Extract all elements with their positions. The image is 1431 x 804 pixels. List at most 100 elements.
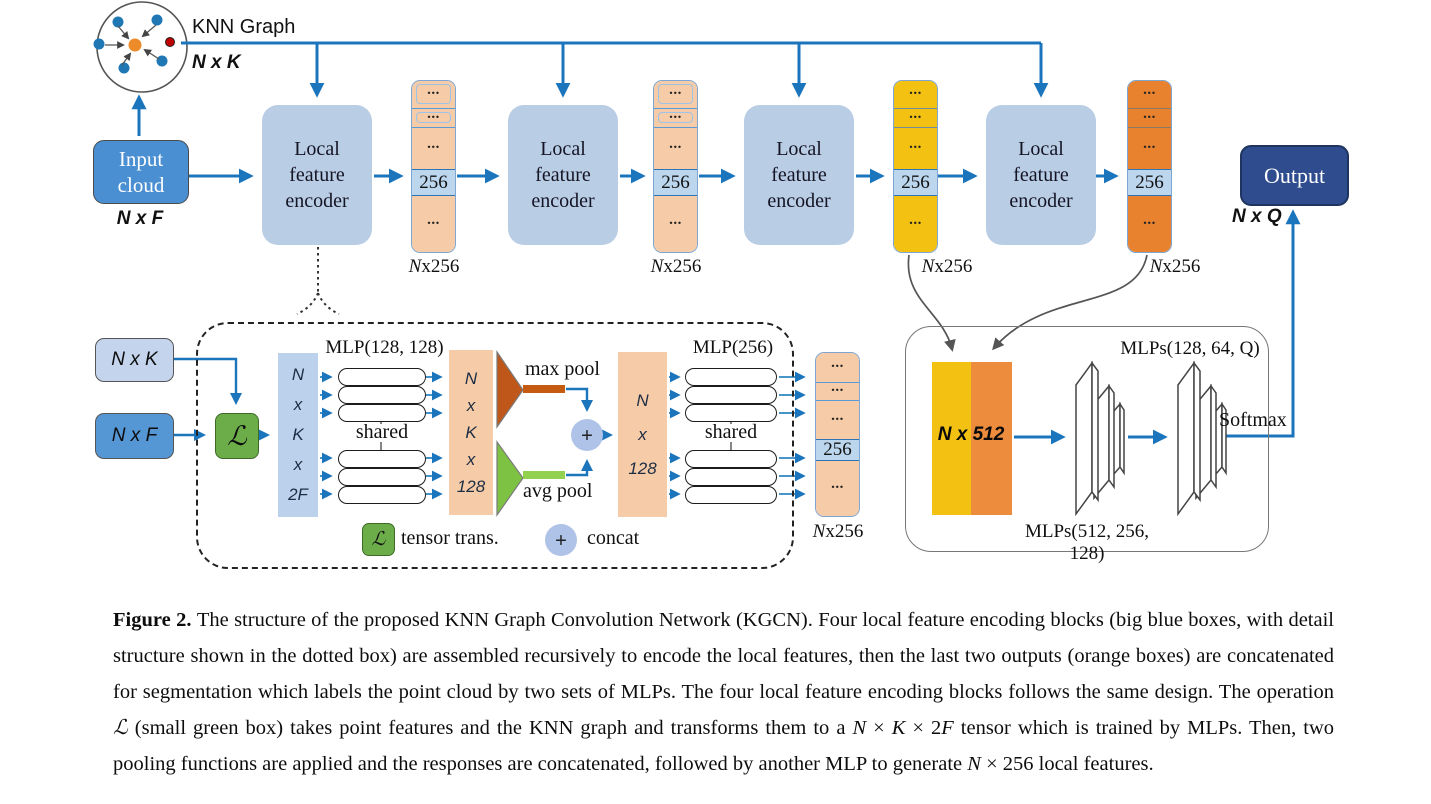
bar-segment: ...	[894, 127, 937, 169]
bar-segment: ...	[816, 400, 859, 439]
mlp-pill	[685, 368, 777, 386]
bar-256-segment: 256	[816, 439, 859, 461]
bar-segment: ...	[894, 81, 937, 108]
caption-segment: × 256 local features.	[980, 753, 1154, 775]
encoder-box-1: Local feature encoder	[262, 105, 372, 245]
mlp-pill	[338, 368, 426, 386]
caption-segment: N	[967, 753, 981, 775]
caption-segment: The structure of the proposed KNN Graph …	[113, 609, 1334, 703]
bar-segment: ...	[894, 106, 937, 127]
bar-inner-frame	[416, 84, 451, 104]
mlp-pill	[338, 486, 426, 504]
bar-segment: ...	[816, 353, 859, 382]
output-box: Output	[1240, 145, 1349, 206]
caption-segment: ×	[866, 717, 892, 739]
segmentation-box	[905, 326, 1269, 552]
legend-op-label: tensor trans.	[401, 527, 499, 549]
input-cloud-box: Input cloud	[93, 140, 189, 204]
legend-op-box: ℒ	[362, 523, 395, 556]
mlp2-title: MLP(256)	[692, 337, 774, 358]
caption-segment: N	[852, 717, 867, 739]
knn-circle-points	[93, 14, 175, 74]
encoder-box-4: Local feature encoder	[986, 105, 1096, 245]
figure-caption: Figure 2. The structure of the proposed …	[113, 602, 1334, 782]
bar-segment: ...	[816, 461, 859, 516]
detail-dashed-box	[196, 322, 794, 569]
knn-circle	[96, 1, 188, 93]
caption-segment: × 2	[905, 717, 942, 739]
bar-segment: ...	[1128, 127, 1171, 169]
bar-segment: ...	[654, 127, 697, 169]
bar-segment: ...	[412, 106, 455, 127]
bar-segment: ...	[654, 106, 697, 127]
feature-bar-2: ... ... ... 256 ...	[653, 80, 698, 253]
detail-nxk-box: N x K	[95, 338, 174, 382]
mlps-bottom-label: MLPs(512, 256, 128)	[1024, 521, 1150, 564]
mlp-pill	[685, 404, 777, 422]
legend-concat-circle: +	[545, 524, 577, 556]
bar-256-segment: 256	[654, 169, 697, 196]
mlp-pill	[685, 450, 777, 468]
bar-inner-frame	[658, 84, 693, 104]
bar-segment: ...	[1128, 106, 1171, 127]
knn-dim-label: N x K	[192, 52, 241, 73]
tensor-transform-op: ℒ	[215, 413, 259, 459]
mlp-pill	[685, 468, 777, 486]
bar-segment: ...	[654, 196, 697, 252]
mlp-pill	[685, 386, 777, 404]
tensor-bar: N x K x 2F	[278, 353, 318, 517]
avg-pool-label: avg pool	[523, 480, 593, 502]
caption-segment: ℒ	[113, 717, 128, 739]
encoder-box-3: Local feature encoder	[744, 105, 854, 245]
shared-label: shared	[355, 421, 409, 443]
detail-nxf-box: N x F	[95, 413, 174, 459]
caption-segment: Figure 2.	[113, 609, 197, 631]
bar-segment: ...	[412, 196, 455, 252]
input-dim-label: N x F	[116, 208, 164, 229]
feature-bar-4: ... ... ... 256 ...	[1127, 80, 1172, 253]
mid-bar-nx128: N x 128	[618, 352, 667, 517]
bar-segment: ...	[1128, 81, 1171, 108]
concat-circle: +	[571, 419, 603, 451]
shared-label: shared	[704, 421, 758, 443]
mid-bar-nxkx128: N x K x 128	[449, 350, 493, 515]
bar-segment: ...	[654, 81, 697, 108]
mlp-pill	[338, 404, 426, 422]
bar-segment: ...	[894, 196, 937, 252]
output-dim-label: N x Q	[1232, 206, 1282, 227]
caption-segment: (small green box) takes point features a…	[127, 717, 853, 739]
detail-output-bar: ... ... ... 256 ...	[815, 352, 860, 517]
bar-inner-frame	[416, 112, 451, 123]
feature-bar-3: ... ... ... 256 ...	[893, 80, 938, 253]
mlp-pill	[338, 386, 426, 404]
bar-segment: ...	[816, 379, 859, 400]
nx512-block-yellow-half	[932, 362, 971, 515]
bar-256-segment: 256	[894, 169, 937, 196]
nx512-label: N x 512	[937, 424, 1005, 445]
bar-256-segment: 256	[412, 169, 455, 196]
bar-inner-frame	[658, 112, 693, 123]
caption-segment: F	[941, 717, 954, 739]
bar-segment: ...	[1128, 196, 1171, 252]
caption-segment: tensor which is trained by MLPs. Then, t…	[113, 717, 1335, 775]
feature-bar-1: ... ... ... 256 ...	[411, 80, 456, 253]
detail-dotted-connector	[296, 247, 340, 315]
mlps-top-label: MLPs(128, 64, Q)	[1120, 338, 1260, 359]
knn-graph-label: KNN Graph	[192, 16, 296, 38]
max-pool-label: max pool	[525, 358, 600, 380]
mlp1-title: MLP(128, 128)	[325, 337, 444, 358]
legend-concat-label: concat	[587, 527, 640, 549]
mlp-pill	[338, 468, 426, 486]
encoder-box-2: Local feature encoder	[508, 105, 618, 245]
softmax-label: Softmax	[1219, 409, 1287, 431]
caption-segment: K	[891, 717, 906, 739]
mlp-pill	[685, 486, 777, 504]
nx512-block-orange-half	[971, 362, 1012, 515]
mlp-pill	[338, 450, 426, 468]
